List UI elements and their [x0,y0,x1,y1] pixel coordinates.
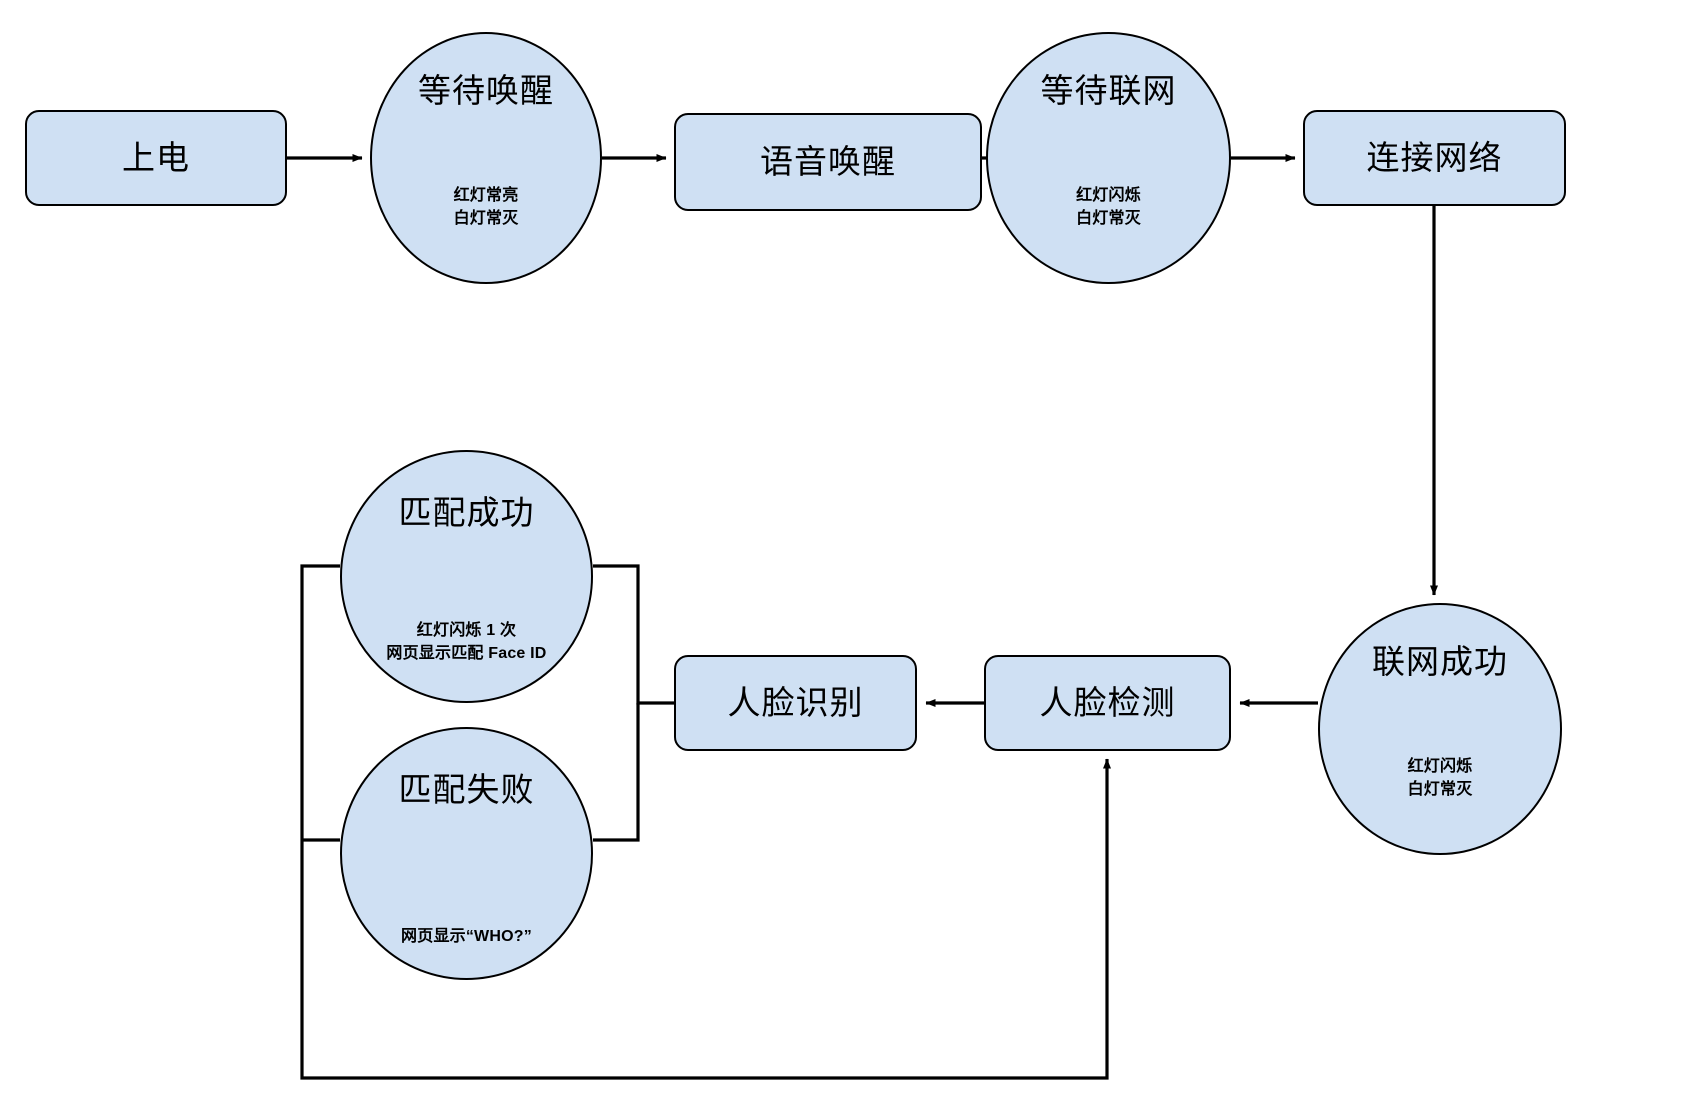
node-match-success-title: 匹配成功 [398,494,535,531]
node-match-success-detail: 红灯闪烁 1 次 网页显示匹配 Face ID [386,621,547,662]
node-network-success-title: 联网成功 [1372,643,1508,680]
node-voice-wake-title: 语音唤醒 [760,143,896,181]
node-connect-network[interactable]: 连接网络 [1303,110,1566,206]
node-network-success[interactable]: 联网成功 红灯闪烁 白灯常灭 [1318,603,1562,855]
node-wait-wake-detail: 红灯常亮 白灯常灭 [453,186,519,227]
node-face-recognition[interactable]: 人脸识别 [674,655,917,751]
node-wait-network-detail: 红灯闪烁 白灯常灭 [1076,186,1141,227]
node-power-on[interactable]: 上电 [25,110,287,206]
node-match-failure-detail: 网页显示“WHO?” [401,927,532,945]
node-face-detection[interactable]: 人脸检测 [984,655,1231,751]
node-match-failure-title: 匹配失败 [398,771,535,808]
node-face-detection-title: 人脸检测 [1039,684,1176,722]
node-wait-network-title: 等待联网 [1040,72,1177,109]
node-voice-wake[interactable]: 语音唤醒 [674,113,982,211]
node-face-recognition-title: 人脸识别 [727,684,864,722]
node-wait-wake-title: 等待唤醒 [418,72,554,109]
node-connect-network-title: 连接网络 [1366,139,1503,177]
node-match-failure[interactable]: 匹配失败 网页显示“WHO?” [340,727,593,980]
edge-face-rec-to-match-ok [593,564,674,705]
edge-match-ok-left-stub [300,564,340,840]
node-network-success-detail: 红灯闪烁 白灯常灭 [1407,757,1473,798]
edge-face-rec-to-match-fail [593,703,640,842]
node-wait-wake[interactable]: 等待唤醒 红灯常亮 白灯常灭 [370,32,602,284]
node-power-on-title: 上电 [122,139,190,177]
node-wait-network[interactable]: 等待联网 红灯闪烁 白灯常灭 [986,32,1231,284]
node-match-success[interactable]: 匹配成功 红灯闪烁 1 次 网页显示匹配 Face ID [340,450,593,703]
